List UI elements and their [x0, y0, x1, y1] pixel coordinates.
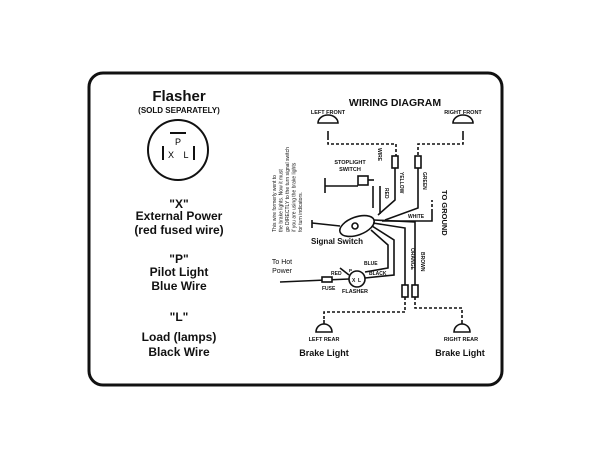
legend-l-line2: Black Wire [148, 345, 210, 359]
socket-letter-p: P [175, 137, 181, 147]
wire-label-wire: WIRE [376, 148, 382, 162]
label-signal-switch: Signal Switch [311, 237, 363, 246]
label-brake-light-right: Brake Light [435, 348, 485, 358]
label-to-hot: To Hot [272, 259, 292, 266]
legend-x-code: "X" [169, 197, 189, 211]
signal-switch-icon [311, 214, 375, 238]
legend-l-line1: Load (lamps) [141, 330, 217, 344]
legend-l-code: "L" [169, 310, 189, 324]
socket-letter-l: L [183, 150, 188, 160]
wiring-schematic [279, 114, 474, 333]
note-line-3: go DIRECTLY to the turn signal switch [285, 147, 291, 232]
flasher-subtitle: (SOLD SEPARATELY) [138, 106, 220, 115]
legend-x-line1: External Power [135, 209, 223, 223]
left-rear-lamp-icon [315, 320, 333, 333]
wire-label-blue: BLUE [364, 261, 378, 267]
label-to-ground: TO GROUND [440, 190, 449, 236]
wire-label-green: GREEN [421, 172, 427, 190]
flasher-socket-icon: P X L [147, 119, 209, 181]
label-stoplight: STOPLIGHT [334, 160, 366, 166]
note-line-2: the brake lights. Now it must [279, 169, 285, 232]
label-left-rear: LEFT REAR [309, 337, 340, 343]
wire-label-white: WHITE [408, 214, 425, 220]
wire-label-red: RED [383, 188, 389, 199]
legend-p-line2: Blue Wire [151, 279, 207, 293]
legend-p-code: "P" [169, 252, 189, 266]
note-line-1: This wire formerly went to [272, 175, 278, 232]
note-line-4: if you are using the brake lights [292, 162, 298, 232]
wire-label-red-2: RED [331, 271, 342, 277]
right-front-lamp-icon [452, 114, 474, 137]
stoplight-switch-icon [324, 175, 374, 193]
wire-label-orange: ORANGE [409, 248, 415, 271]
card-border [87, 71, 504, 387]
label-right-front: RIGHT FRONT [444, 110, 482, 116]
label-power: Power [272, 268, 293, 275]
label-fuse: FUSE [322, 286, 336, 292]
flasher-letter-x: X [352, 278, 356, 284]
left-front-lamp-icon [317, 114, 339, 137]
legend-x-line2: (red fused wire) [134, 223, 224, 237]
flasher-letter-p: P [349, 268, 352, 273]
wire-label-yellow: YELLOW [398, 172, 404, 194]
wire-label-brown: BROWN [419, 252, 425, 272]
label-switch: SWITCH [339, 167, 361, 173]
label-right-rear: RIGHT REAR [444, 337, 478, 343]
right-rear-lamp-icon [453, 320, 471, 333]
flasher-letter-l: L [358, 278, 361, 284]
diagram-title: WIRING DIAGRAM [349, 97, 441, 109]
legend-p-line1: Pilot Light [149, 265, 209, 279]
label-flasher: FLASHER [342, 289, 368, 295]
label-left-front: LEFT FRONT [311, 110, 346, 116]
flasher-title: Flasher [152, 88, 206, 105]
label-brake-light-left: Brake Light [299, 348, 349, 358]
socket-letter-x: X [168, 150, 174, 160]
wire-label-black: BLACK [369, 271, 387, 277]
note-line-5: for turn indicators. [298, 192, 304, 232]
fuse-icon [321, 276, 333, 283]
